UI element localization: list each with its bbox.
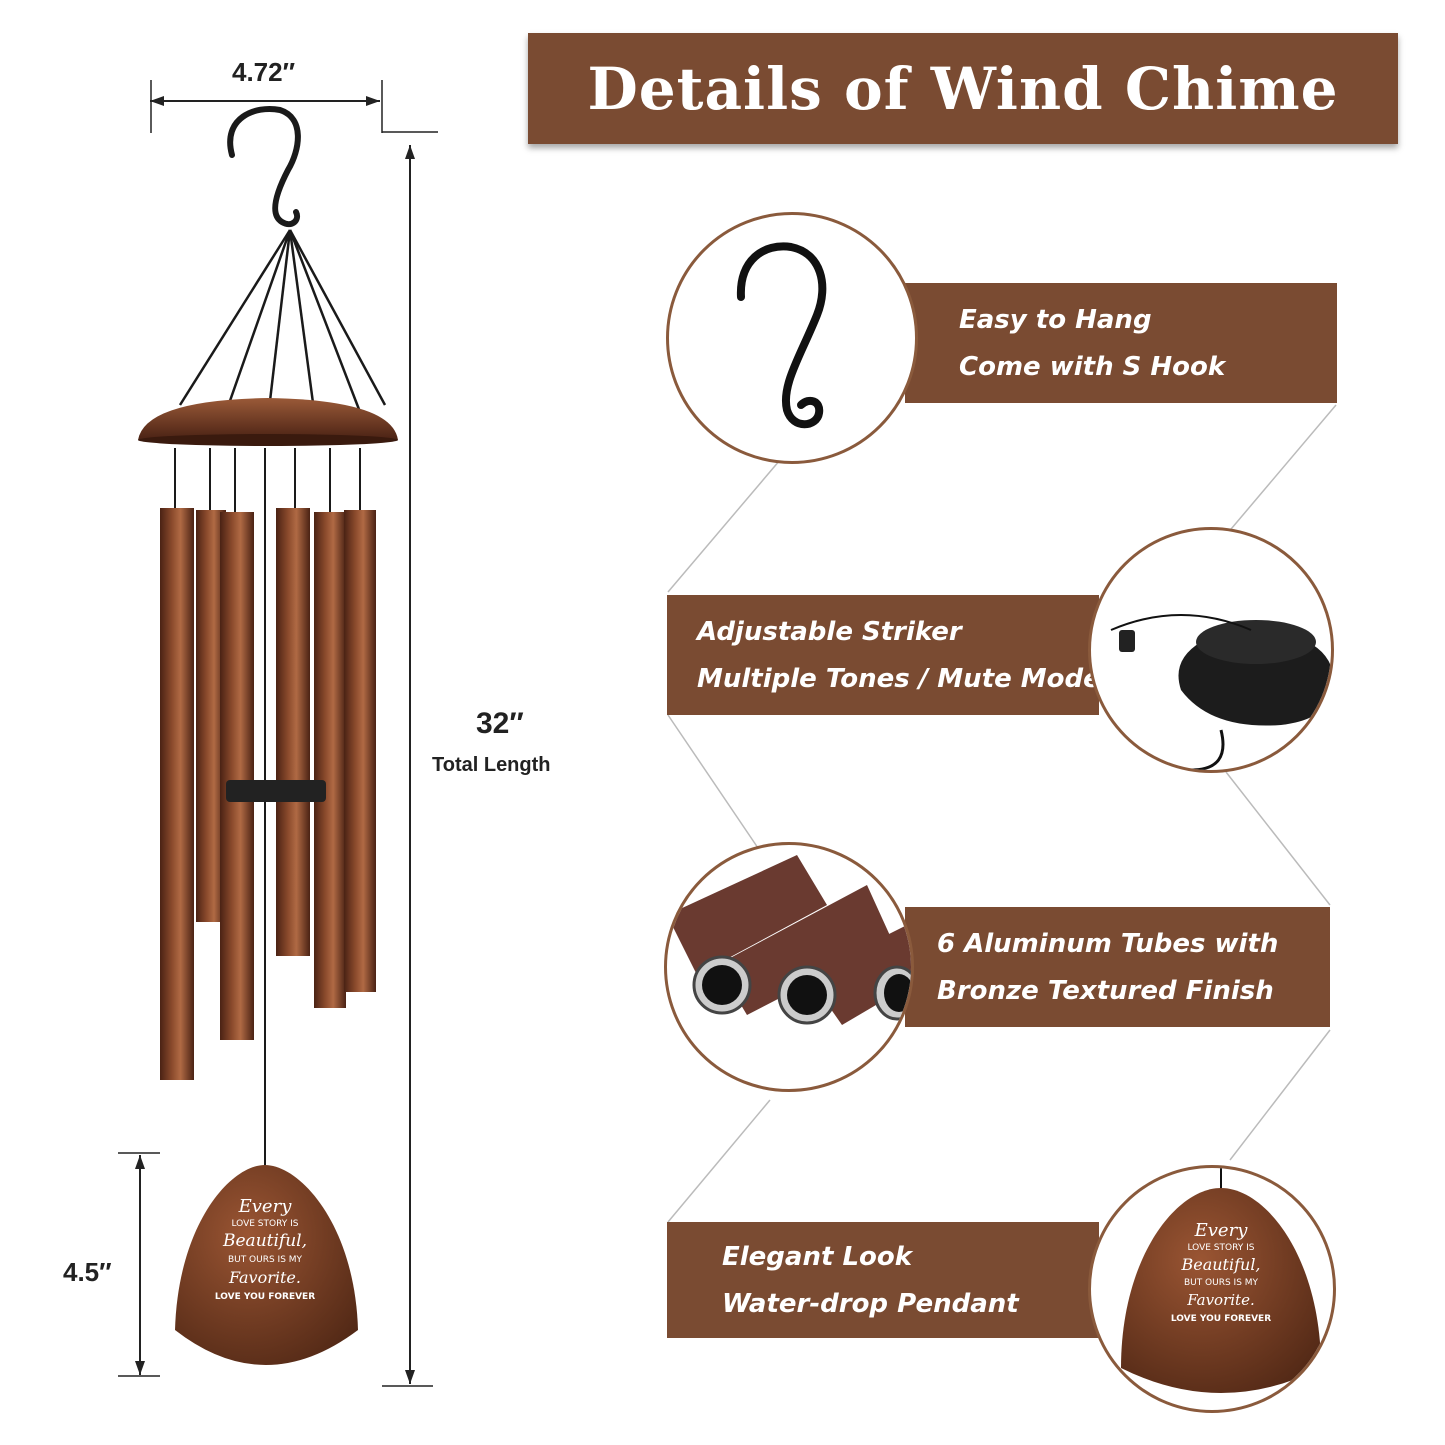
feature-circle-hook <box>666 212 918 464</box>
feature-striker-line2: Multiple Tones / Mute Mode <box>697 664 1101 694</box>
pendant-detail-but-ours: BUT OURS IS MY <box>1183 1278 1259 1288</box>
title-banner: Details of Wind Chime <box>528 33 1398 144</box>
feature-bar-striker: Adjustable Striker Multiple Tones / Mute… <box>667 595 1101 715</box>
pendant-line-but-ours: BUT OURS IS MY <box>227 1255 303 1265</box>
pendant-line-favorite: Favorite. <box>229 1268 301 1287</box>
pendant-line-love-you-forever: LOVE YOU FOREVER <box>214 1292 316 1302</box>
feature-hang-line2: Come with S Hook <box>959 352 1226 382</box>
width-dimension-label: 4.72″ <box>232 57 296 87</box>
pendant-detail-love-you-forever: LOVE YOU FOREVER <box>1170 1314 1272 1324</box>
pendant-detail-icon <box>1121 1168 1321 1393</box>
pendant-detail-favorite: Favorite. <box>1187 1291 1255 1309</box>
pendant-height-label: 4.5″ <box>63 1257 112 1287</box>
feature-tubes-line2: Bronze Textured Finish <box>937 976 1274 1006</box>
pendant-detail-text: Every LOVE STORY IS Beautiful, BUT OURS … <box>1146 1220 1296 1324</box>
pendant-detail-beautiful: Beautiful, <box>1181 1255 1261 1274</box>
pendant-detail-love-story: LOVE STORY IS <box>1187 1243 1255 1253</box>
feature-circle-striker <box>1088 527 1334 773</box>
striker-detail-icon <box>1110 614 1331 770</box>
feature-bar-tubes: 6 Aluminum Tubes with Bronze Textured Fi… <box>905 907 1330 1027</box>
pendant-line-every: Every <box>238 1196 292 1217</box>
feature-tubes-line1: 6 Aluminum Tubes with <box>937 929 1279 959</box>
feature-bar-pendant: Elegant Look Water-drop Pendant <box>667 1222 1099 1338</box>
wind-chime-illustration <box>118 80 438 1387</box>
feature-hang-line1: Easy to Hang <box>959 305 1152 335</box>
feature-pendant-line1: Elegant Look <box>722 1242 913 1272</box>
pendant-line-love-story: LOVE STORY IS <box>231 1219 299 1229</box>
s-hook-icon <box>227 106 301 228</box>
s-hook-detail-icon <box>736 242 827 429</box>
pendant-line-beautiful: Beautiful, <box>223 1231 307 1251</box>
feature-striker-line1: Adjustable Striker <box>697 617 962 647</box>
feature-pendant-line2: Water-drop Pendant <box>722 1289 1019 1319</box>
total-length-label: Total Length <box>432 754 551 776</box>
feature-circle-pendant: Every LOVE STORY IS Beautiful, BUT OURS … <box>1088 1165 1336 1413</box>
feature-circle-tubes <box>664 842 914 1092</box>
tubes-detail-icon <box>667 855 911 1025</box>
total-length-value: 32″ <box>476 707 524 740</box>
pendant-detail-every: Every <box>1194 1220 1248 1241</box>
pendant-text: Every LOVE STORY IS Beautiful, BUT OURS … <box>185 1196 345 1302</box>
feature-bar-hang: Easy to Hang Come with S Hook <box>905 283 1337 403</box>
page-title: Details of Wind Chime <box>587 54 1339 123</box>
